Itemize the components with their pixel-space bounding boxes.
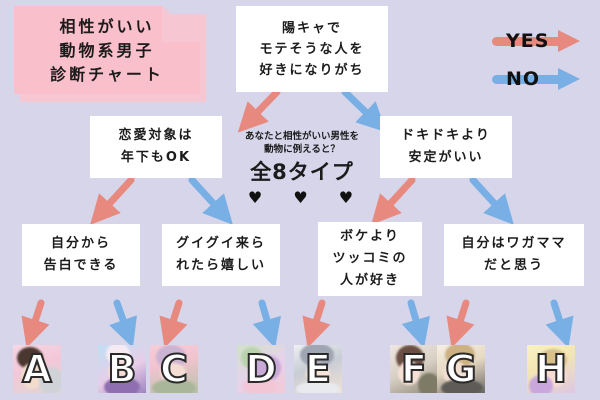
result-card-f[interactable]: F xyxy=(390,345,438,393)
result-card-d[interactable]: D xyxy=(237,345,285,393)
arrow-root-no xyxy=(341,88,387,133)
question-root-line-3: 好きになりがち xyxy=(259,62,365,78)
question-left-line-1: 恋愛対象は xyxy=(118,128,194,143)
legend-yes: YES xyxy=(492,28,588,54)
question-box-leaf3: ボケより ツッコミの 人が好き xyxy=(318,222,422,296)
question-leaf4-line-1: 自分はワガママ xyxy=(461,236,567,251)
question-left-line-2: 年下もOK xyxy=(120,150,192,165)
question-box-leaf1: 自分から 告白できる xyxy=(22,224,140,286)
arrow-leaf1-no xyxy=(109,299,137,348)
arrow-leaf4-yes xyxy=(446,299,475,348)
center-sub-line-1: あなたと相性がいい男性を xyxy=(244,131,359,142)
arrow-leaf3-no xyxy=(401,299,431,349)
question-root-line-2: モテそうな人を xyxy=(259,41,365,57)
result-card-h-letter: H xyxy=(534,346,568,392)
arrow-leaf1-yes xyxy=(21,299,50,348)
result-card-d-thumbnail xyxy=(237,345,285,393)
title-line-2: 動物系男子 xyxy=(59,41,155,60)
center-caption-headline: 全8タイプ xyxy=(250,160,354,184)
result-card-h[interactable]: H xyxy=(527,345,575,393)
legend-no-arrowhead xyxy=(558,68,580,90)
result-card-b-thumbnail xyxy=(98,345,146,393)
center-caption-subtitle: あなたと相性がいい男性を 動物に例えると？ xyxy=(222,130,382,156)
result-card-f-letter: F xyxy=(400,346,428,392)
question-root-line-1: 陽キャで xyxy=(281,20,342,36)
legend-yes-bar xyxy=(492,37,564,46)
result-card-a[interactable]: A xyxy=(13,345,61,393)
arrow-left-no xyxy=(188,176,233,225)
center-caption: あなたと相性がいい男性を 動物に例えると？ 全8タイプ ♥ ♥ ♥ xyxy=(222,130,382,207)
title-line-3: 診断チャート xyxy=(50,65,164,84)
question-box-right: ドキドキより 安定がいい xyxy=(380,116,512,178)
question-leaf1-line-2: 告白できる xyxy=(43,258,119,273)
result-card-g-letter: G xyxy=(444,346,477,392)
center-sub-line-2: 動物に例えると？ xyxy=(264,144,340,155)
result-card-b-letter: B xyxy=(107,346,138,392)
result-card-e-letter: E xyxy=(304,346,332,392)
heart-icons: ♥ ♥ ♥ xyxy=(247,188,367,207)
legend-yes-label: YES xyxy=(506,30,550,52)
result-card-c-letter: C xyxy=(159,346,189,392)
arrow-right-no xyxy=(469,176,514,225)
legend-no-label: NO xyxy=(506,68,541,90)
question-box-root: 陽キャで モテそうな人を 好きになりがち xyxy=(236,6,388,92)
question-leaf3-line-2: ツッコミの xyxy=(332,251,408,266)
result-card-c[interactable]: C xyxy=(150,345,198,393)
arrow-leaf4-no xyxy=(545,299,574,348)
legend-no: NO xyxy=(492,66,588,92)
arrow-leaf2-no xyxy=(252,299,282,349)
question-right-line-2: 安定がいい xyxy=(408,150,484,165)
question-leaf3-line-3: 人が好き xyxy=(339,273,400,288)
question-leaf1-line-1: 自分から xyxy=(50,236,111,251)
chart-title-card: 相性がいい 動物系男子 診断チャート xyxy=(14,6,206,102)
question-right-line-1: ドキドキより xyxy=(401,128,491,143)
arrow-leaf2-yes xyxy=(159,299,188,348)
result-card-c-thumbnail xyxy=(150,345,198,393)
result-card-e-thumbnail xyxy=(294,345,342,393)
result-card-b[interactable]: B xyxy=(98,345,146,393)
question-box-left: 恋愛対象は 年下もOK xyxy=(90,116,222,178)
arrow-root-yes xyxy=(237,88,281,133)
question-leaf4-line-2: だと思う xyxy=(483,258,544,273)
page-title: 相性がいい 動物系男子 診断チャート xyxy=(14,15,200,87)
legend-no-bar xyxy=(492,75,564,84)
legend-yes-arrowhead xyxy=(558,30,580,52)
result-card-d-letter: D xyxy=(244,346,278,392)
title-line-1: 相性がいい xyxy=(59,17,155,36)
question-leaf3-line-1: ボケより xyxy=(340,229,400,244)
result-card-f-thumbnail xyxy=(390,345,438,393)
question-box-leaf4: 自分はワガママ だと思う xyxy=(444,224,584,286)
question-leaf2-line-1: グイグイ来ら xyxy=(176,236,266,251)
arrow-left-yes xyxy=(90,176,135,225)
result-card-h-thumbnail xyxy=(527,345,575,393)
result-card-a-thumbnail xyxy=(13,345,61,393)
arrow-leaf3-yes xyxy=(302,299,331,348)
result-card-g[interactable]: G xyxy=(437,345,485,393)
question-leaf2-line-2: れたら嬉しい xyxy=(175,258,266,273)
result-card-g-thumbnail xyxy=(437,345,485,393)
arrow-right-yes xyxy=(371,176,416,225)
question-box-leaf2: グイグイ来ら れたら嬉しい xyxy=(162,224,280,286)
result-card-e[interactable]: E xyxy=(294,345,342,393)
result-card-a-letter: A xyxy=(21,346,52,392)
